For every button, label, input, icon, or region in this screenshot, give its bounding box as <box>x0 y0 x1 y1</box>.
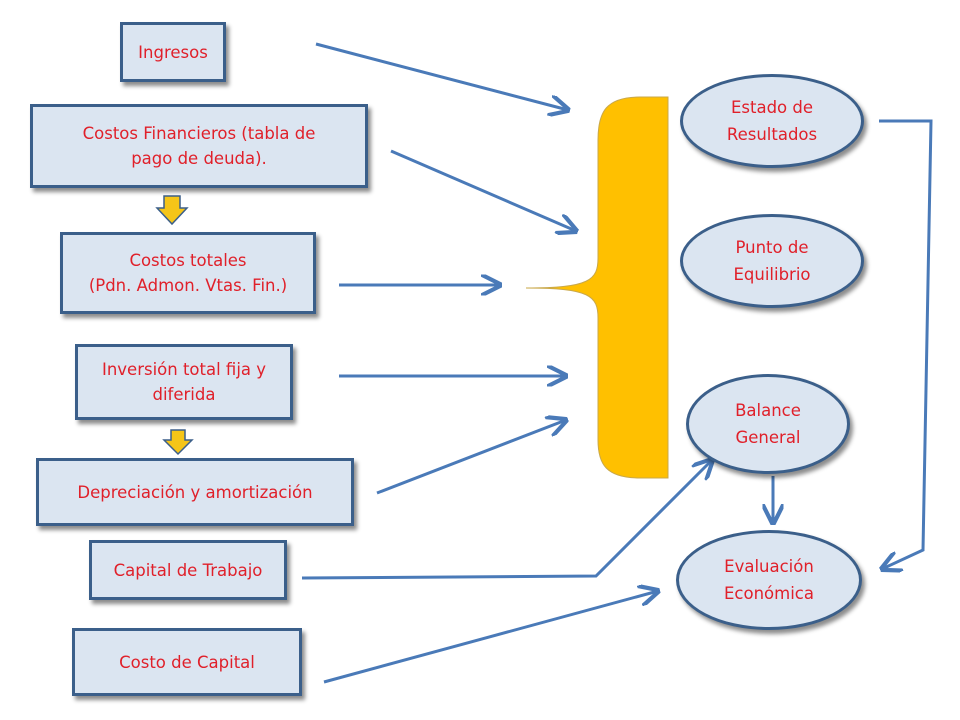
box-costos-totales: Costos totales (Pdn. Admon. Vtas. Fin.) <box>60 232 316 314</box>
oval-balance-general: Balance General <box>686 374 850 474</box>
estado-resultados-line-2: Resultados <box>726 125 818 144</box>
brace-shape <box>525 96 669 479</box>
box-inversion-total: Inversión total fija y diferida <box>75 344 293 420</box>
arrow-costos-financieros <box>390 149 576 231</box>
box-capital-trabajo: Capital de Trabajo <box>89 540 287 600</box>
arrow-costo-capital <box>323 591 658 684</box>
box-ingresos: Ingresos <box>120 22 226 82</box>
oval-estado-resultados: Estado de Resultados <box>680 74 864 168</box>
arrow-depreciacion <box>376 420 566 495</box>
oval-punto-equilibrio: Punto de Equilibrio <box>680 214 864 308</box>
box-depreciacion: Depreciación y amortización <box>36 458 354 526</box>
ingresos-label: Ingresos <box>138 42 208 62</box>
box-costo-capital: Costo de Capital <box>72 628 302 696</box>
inversion-total-line-2: diferida <box>152 385 216 404</box>
costos-financieros-line-2: pago de deuda). <box>131 149 267 168</box>
down-arrow-icon <box>155 195 189 226</box>
evaluacion-economica-line-2: Económica <box>724 584 814 603</box>
capital-trabajo-label: Capital de Trabajo <box>113 560 263 580</box>
balance-general-line-1: Balance <box>735 401 801 420</box>
costos-financieros-line-1: Costos Financieros (tabla de <box>82 124 316 143</box>
arrow-ingresos <box>315 42 568 110</box>
punto-equilibrio-line-2: Equilibrio <box>733 265 811 284</box>
arrow-estado-evaluacion <box>879 119 933 569</box>
balance-general-line-2: General <box>735 428 801 447</box>
costos-totales-line-1: Costos totales <box>129 251 247 270</box>
evaluacion-economica-line-1: Evaluación <box>724 557 814 576</box>
inversion-total-line-1: Inversión total fija y <box>101 360 267 379</box>
costo-capital-label: Costo de Capital <box>119 652 255 672</box>
costos-totales-line-2: (Pdn. Admon. Vtas. Fin.) <box>88 276 288 295</box>
depreciacion-label: Depreciación y amortización <box>77 482 313 502</box>
down-arrow-icon <box>162 429 194 456</box>
arrow-capital-trabajo <box>301 460 712 580</box>
estado-resultados-line-1: Estado de <box>730 98 814 117</box>
box-costos-financieros: Costos Financieros (tabla de pago de deu… <box>30 104 368 188</box>
oval-evaluacion-economica: Evaluación Económica <box>676 530 862 630</box>
punto-equilibrio-line-1: Punto de <box>735 238 809 257</box>
